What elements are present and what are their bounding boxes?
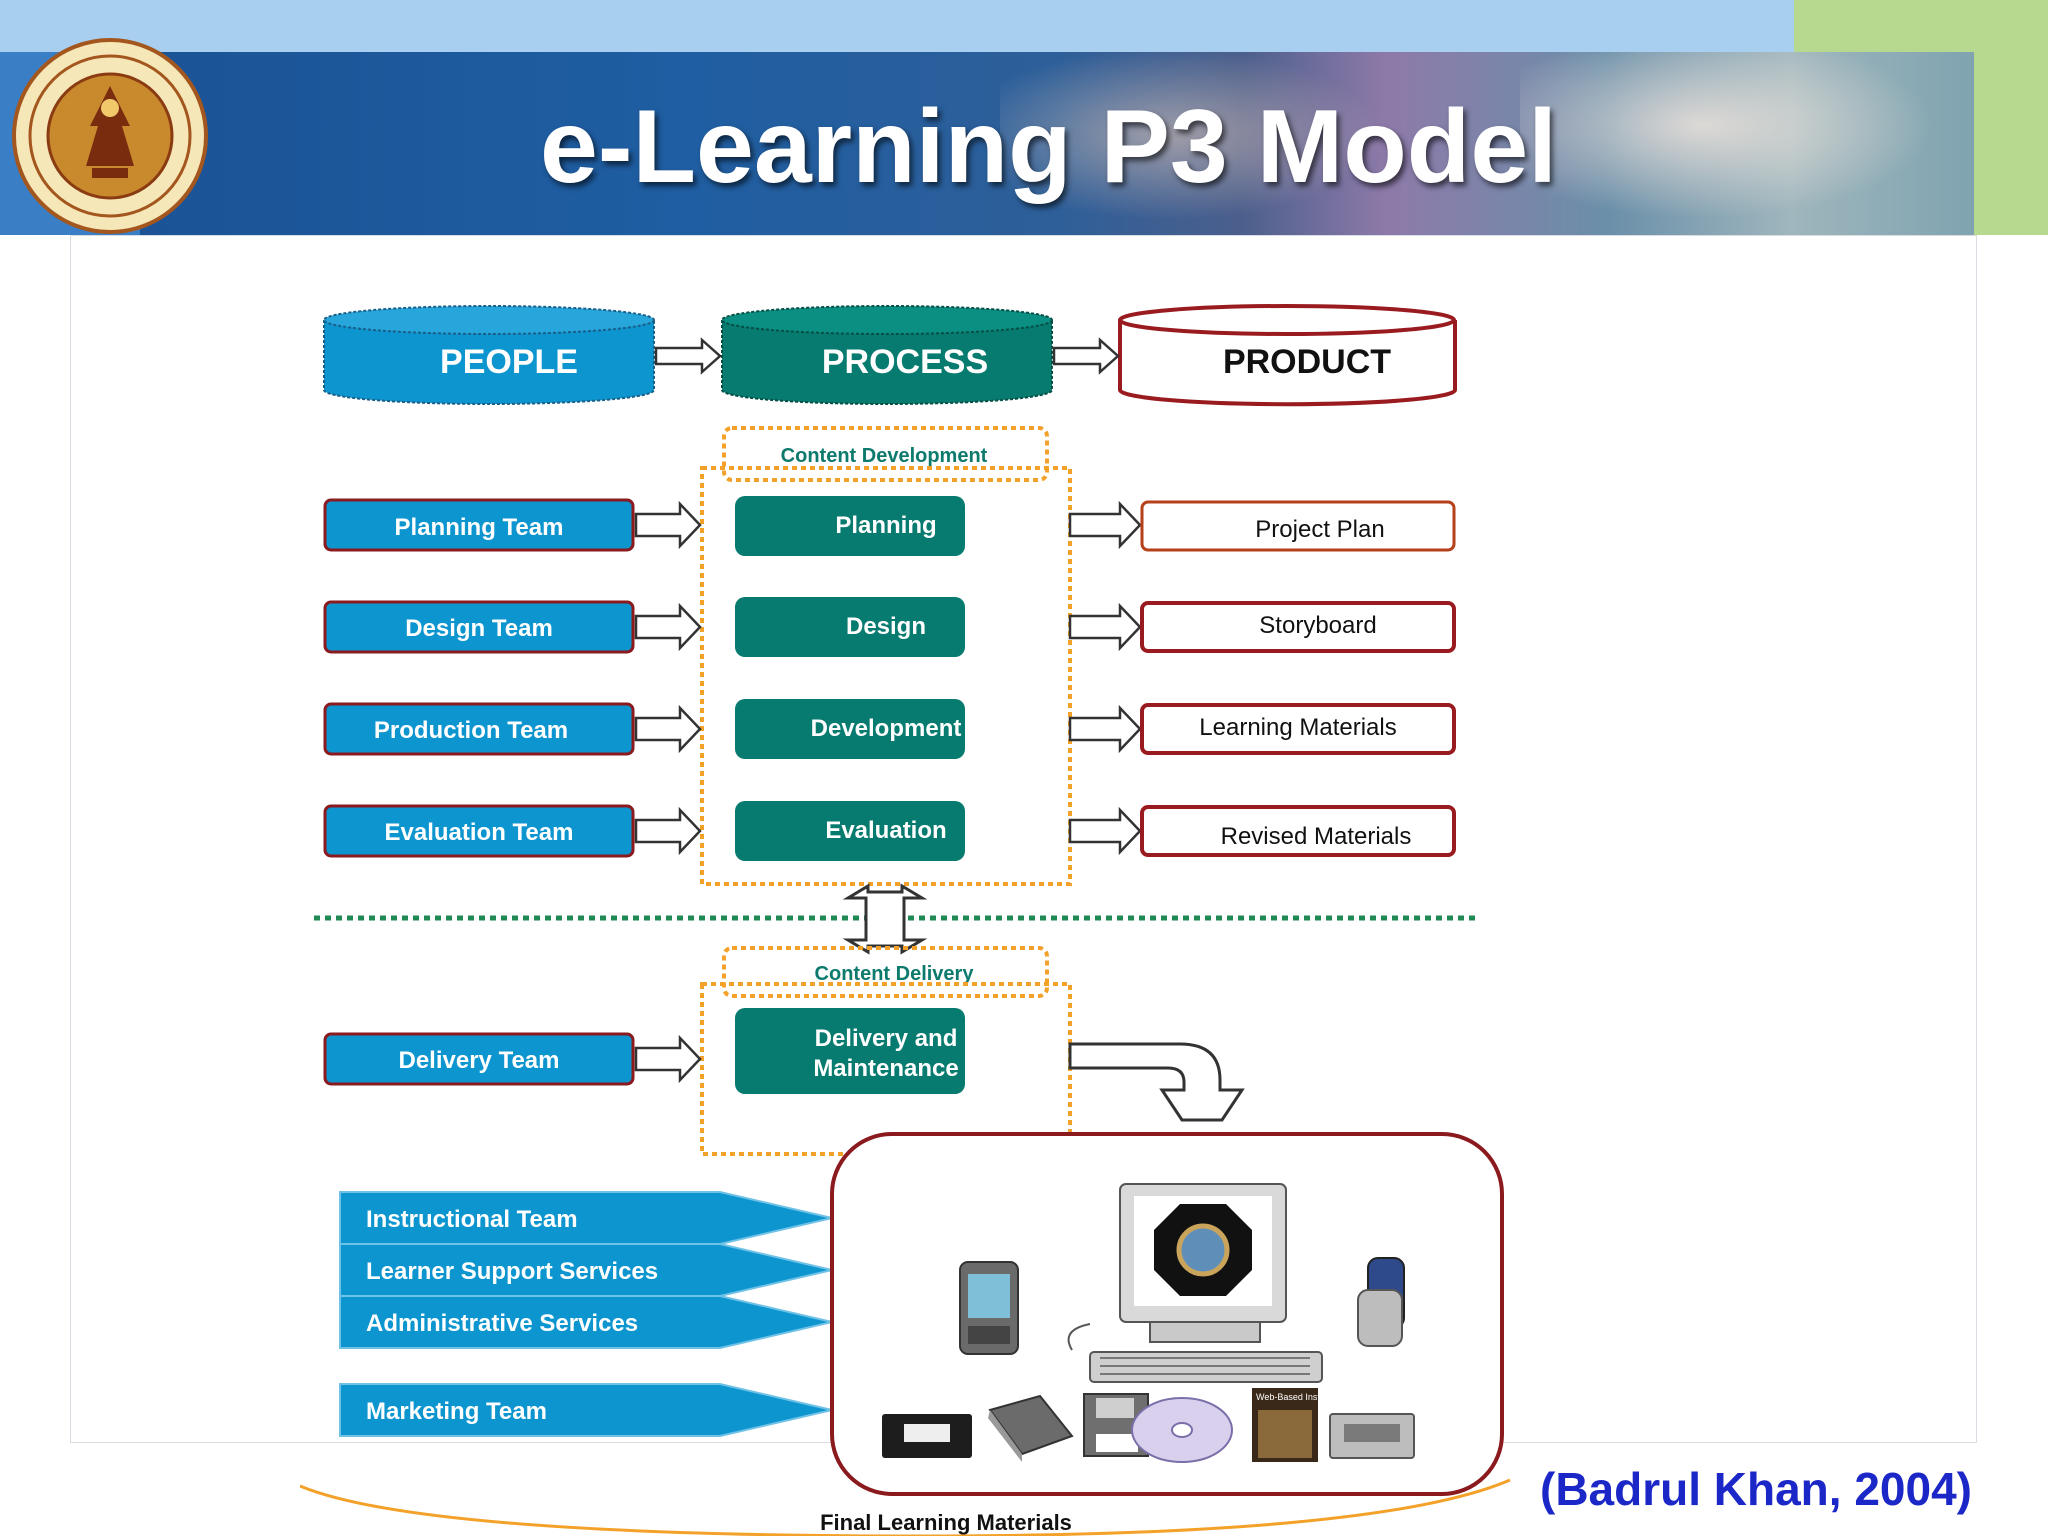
delivery-process-line1: Delivery and xyxy=(815,1025,958,1052)
citation: (Badrul Khan, 2004) xyxy=(1540,1463,1972,1515)
product-header: PRODUCT xyxy=(1118,304,1457,407)
arrow-icon xyxy=(1068,704,1142,754)
arrow-icon xyxy=(634,1034,702,1084)
team-label: Design Team xyxy=(405,615,553,642)
arrow-icon xyxy=(634,602,702,652)
product-label: Storyboard xyxy=(1259,612,1376,639)
team-label: Production Team xyxy=(374,717,568,744)
cd-icon xyxy=(1131,1397,1233,1463)
curved-arrow-icon xyxy=(1068,1042,1245,1122)
vocational-commission-emblem-icon xyxy=(12,38,208,234)
people-header-label: PEOPLE xyxy=(440,343,578,381)
arrow-icon xyxy=(634,806,702,856)
process-label: Planning xyxy=(835,512,936,539)
content-development-box xyxy=(700,466,1072,886)
process-label: Development xyxy=(811,715,962,742)
audio-cassette-icon xyxy=(1329,1413,1415,1459)
content-delivery-label-box xyxy=(722,946,1049,998)
process-label: Evaluation xyxy=(825,817,946,844)
support-teams: Instructional Team Learner Support Servi… xyxy=(339,1191,833,1437)
arrow-icon xyxy=(1068,806,1142,856)
final-materials-label: Final Learning Materials xyxy=(820,1510,1072,1535)
row-development: Production Team Development Learning Mat… xyxy=(323,699,1456,759)
team-label: Delivery Team xyxy=(399,1047,560,1074)
arrow-icon xyxy=(634,704,702,754)
content-development-label-box xyxy=(722,426,1049,482)
top-strip xyxy=(0,0,2048,52)
row-delivery: Delivery Team Delivery and Maintenance xyxy=(323,1008,965,1094)
header-arrows xyxy=(654,337,1120,375)
support-team-label: Administrative Services xyxy=(366,1310,638,1337)
double-arrow-icon xyxy=(842,883,928,955)
banner-photo-woman xyxy=(1520,52,1974,235)
product-label: Project Plan xyxy=(1255,516,1384,543)
header-arrow-1 xyxy=(654,337,722,375)
row-evaluation: Evaluation Team Evaluation Revised Mater… xyxy=(323,801,1456,861)
videotape-icon xyxy=(882,1414,972,1458)
process-header: PROCESS xyxy=(721,305,1053,405)
book-cover-text: Web-Based Instruction xyxy=(1256,1392,1347,1402)
support-team-label: Marketing Team xyxy=(366,1398,547,1425)
people-header: PEOPLE xyxy=(323,305,655,405)
header-arrow-2 xyxy=(1052,337,1120,375)
arrow-icon xyxy=(1068,500,1142,550)
delivery-process-line2: Maintenance xyxy=(813,1055,958,1082)
mobile-phone-icon xyxy=(1357,1257,1405,1347)
arrow-icon xyxy=(634,500,702,550)
process-header-label: PROCESS xyxy=(822,343,988,381)
web-based-instruction-book-icon: Web-Based Instruction xyxy=(1252,1388,1347,1462)
header-banner xyxy=(140,52,1974,235)
team-label: Planning Team xyxy=(395,514,564,541)
banner-photo-people xyxy=(1000,52,1420,235)
book-icon xyxy=(988,1394,1074,1462)
row-planning: Planning Team Planning Project Plan xyxy=(323,496,1456,556)
support-team-label: Instructional Team xyxy=(366,1206,578,1233)
content-development-label: Content Development xyxy=(781,445,988,467)
content-delivery-label: Content Delivery xyxy=(815,963,975,985)
product-label: Learning Materials xyxy=(1199,714,1396,741)
product-label: Revised Materials xyxy=(1221,823,1412,850)
row-design: Design Team Design Storyboard xyxy=(323,597,1456,657)
team-label: Evaluation Team xyxy=(385,819,574,846)
slide-title: e-Learning P3 Model xyxy=(540,89,1558,205)
support-team-label: Learner Support Services xyxy=(366,1258,658,1285)
product-header-label: PRODUCT xyxy=(1223,343,1391,381)
p3-model-diagram: PEOPLE PROCESS PRODUCT Content Developme… xyxy=(300,304,1511,1536)
computer-icon xyxy=(1067,1183,1323,1383)
process-label: Design xyxy=(846,613,926,640)
pda-icon xyxy=(959,1261,1019,1355)
arrow-icon xyxy=(1068,602,1142,652)
